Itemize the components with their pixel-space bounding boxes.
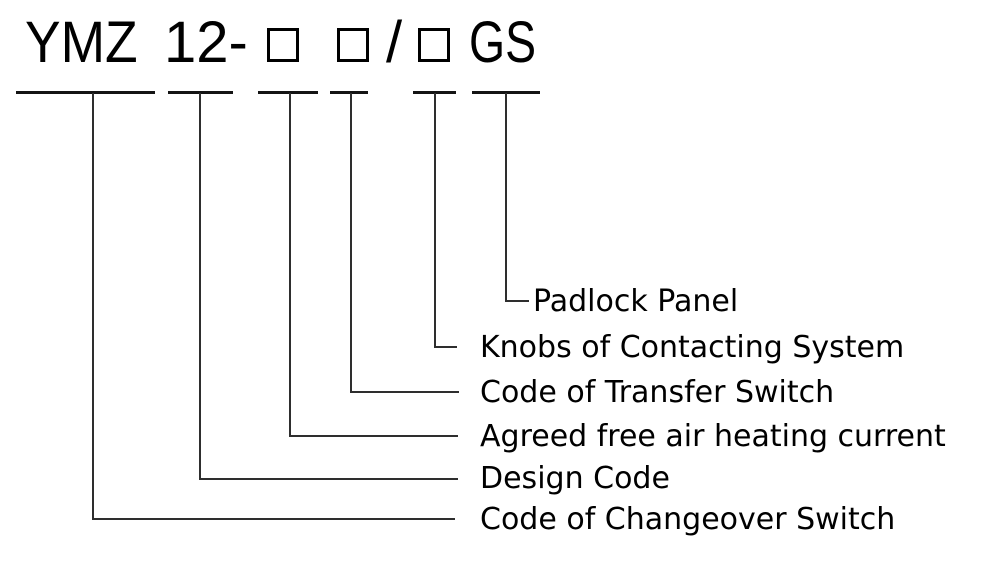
placeholder-box-transfer (337, 28, 369, 62)
underline-series (16, 91, 155, 94)
series-code-text: YMZ (25, 10, 138, 75)
suffix-code-text: GS (469, 10, 537, 75)
label-design-code: Design Code (480, 461, 670, 496)
placeholder-box-current (267, 28, 299, 62)
underline-box-current (258, 91, 318, 94)
connector-line-heating-current (289, 93, 458, 437)
connector-line-padlock (505, 93, 529, 302)
connector-line-transfer (350, 93, 459, 393)
label-code-transfer-switch: Code of Transfer Switch (480, 375, 835, 410)
placeholder-box-knobs (418, 28, 450, 62)
connector-line-design (199, 93, 458, 480)
separator-slash-text: / (386, 10, 403, 75)
underline-box-knobs (413, 91, 456, 94)
connector-line-changeover (92, 93, 455, 520)
label-padlock-panel: Padlock Panel (533, 284, 739, 319)
underline-suffix (472, 91, 540, 94)
underline-box-transfer (330, 91, 368, 94)
design-code-text: 12- (164, 10, 248, 75)
underline-design (168, 91, 233, 94)
connector-line-knobs (434, 93, 457, 348)
label-heating-current: Agreed free air heating current (480, 419, 946, 454)
label-code-changeover-switch: Code of Changeover Switch (480, 502, 896, 537)
label-knobs-contacting-system: Knobs of Contacting System (480, 330, 905, 365)
